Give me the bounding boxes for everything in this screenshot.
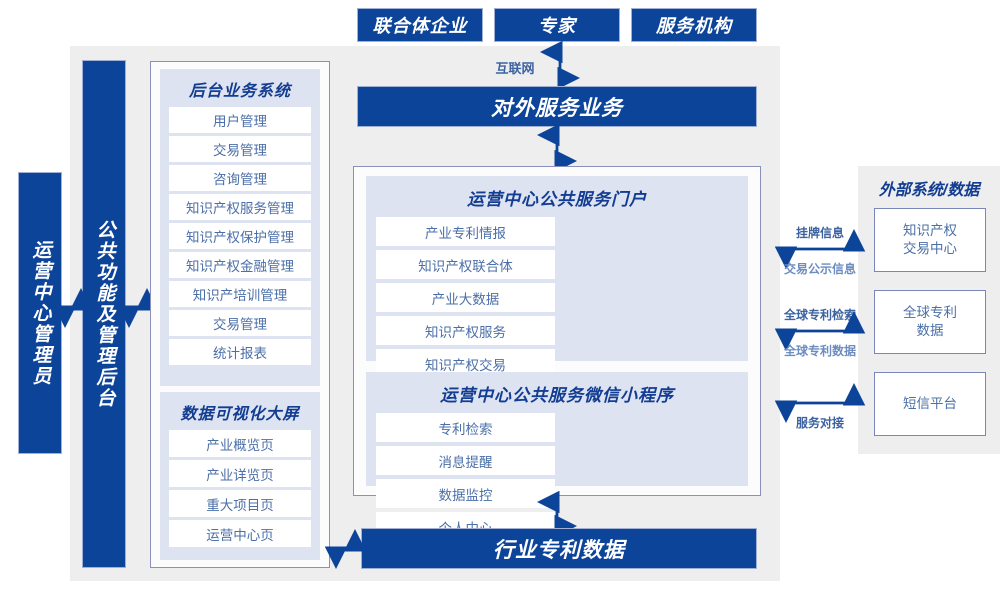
backend-system-item[interactable]: 统计报表 [169,339,311,365]
mini-program-item[interactable]: 专利检索 [376,413,555,442]
internet-label: 互联网 [480,58,550,76]
data-visualization-item[interactable]: 重大项目页 [169,490,311,517]
public-to-backend-arrow-icon [117,288,159,328]
connector-label-text: 全球专利数据 [783,344,856,358]
left-bar-admin[interactable]: 运营中心管理员 [18,172,62,454]
public-portal-group: 运营中心公共服务门户 产业专利情报 知识产权联合体 产业大数据 知识产权服务 知… [366,176,748,477]
connector-label-text: 交易公示信息 [783,262,856,276]
mini-program-title: 运营中心公共服务微信小程序 [440,386,674,405]
internet-label-text: 互联网 [495,61,535,76]
backend-system-item[interactable]: 知识产权服务管理 [169,194,311,220]
internet-arrow-icon [540,40,580,90]
admin-to-public-arrow-icon [53,288,93,328]
external-system-label-line2: 交易中心 [903,241,957,256]
industry-patent-data-bar[interactable]: 行业专利数据 [361,528,757,569]
industry-patent-data-label: 行业专利数据 [493,538,625,562]
public-portal-title: 运营中心公共服务门户 [467,190,647,209]
top-actor-box[interactable]: 服务机构 [631,8,757,42]
backend-system-item[interactable]: 知识产权保护管理 [169,223,311,249]
data-visualization-item[interactable]: 产业详览页 [169,460,311,487]
backend-system-title: 后台业务系统 [188,83,291,100]
left-bar-public-functions-label: 公共功能及管理后台 [93,219,115,409]
external-connector-label-above: 全球专利检索 [777,306,863,322]
backend-system-item[interactable]: 用户管理 [169,107,311,133]
external-connector-label-above: 挂牌信息 [783,224,857,240]
data-visualization-item[interactable]: 产业概览页 [169,430,311,457]
external-service-label: 对外服务业务 [491,96,623,120]
left-bar-public-functions[interactable]: 公共功能及管理后台 [82,60,126,568]
connector-label-text: 服务对接 [795,416,844,430]
external-connector-label-below: 交易公示信息 [777,260,863,276]
mini-program-item[interactable]: 数据监控 [376,479,555,508]
data-visualization-title: 数据可视化大屏 [180,406,300,423]
external-connector-label-below: 全球专利数据 [777,342,863,358]
dataviz-to-industry-arrow-icon [324,529,367,569]
connector-label-text: 全球专利检索 [783,308,856,322]
backend-system-item[interactable]: 知识产培训管理 [169,281,311,307]
connector-label-text: 挂牌信息 [795,226,844,240]
external-system-label-line1: 短信平台 [903,395,957,411]
external-service-bar[interactable]: 对外服务业务 [357,86,757,127]
backend-system-item[interactable]: 知识产权金融管理 [169,252,311,278]
data-visualization-item[interactable]: 运营中心页 [169,520,311,547]
external-connector-arrow-icon [774,229,866,269]
external-connector-label-below: 服务对接 [783,414,857,430]
public-portal-item[interactable]: 知识产权联合体 [376,250,555,279]
mini-program-group: 运营中心公共服务微信小程序 专利检索 消息提醒 数据监控 个人中心 [366,372,748,541]
external-connector-arrow-icon [774,311,866,351]
external-connector-arrow-icon [774,383,866,423]
top-actor-box[interactable]: 专家 [494,8,620,42]
public-portal-item[interactable]: 知识产权服务 [376,316,555,345]
public-portal-item[interactable]: 产业大数据 [376,283,555,312]
backend-system-group: 后台业务系统 用户管理 交易管理 咨询管理 知识产权服务管理 知识产权保护管理 … [160,69,320,386]
external-systems-title: 外部系统/数据 [858,176,1000,199]
external-system-label-line1: 全球专利 [903,304,957,320]
backend-system-item[interactable]: 交易管理 [169,310,311,336]
top-actor-label: 联合体企业 [372,16,468,36]
top-actor-box[interactable]: 联合体企业 [357,8,483,42]
backend-system-item[interactable]: 交易管理 [169,136,311,162]
left-bar-admin-label: 运营中心管理员 [29,239,51,387]
data-visualization-group: 数据可视化大屏 产业概览页 产业详览页 重大项目页 运营中心页 [160,392,320,560]
mini-program-item[interactable]: 消息提醒 [376,446,555,475]
external-system-label-line2: 数据 [916,323,944,338]
top-actor-label: 服务机构 [656,16,732,36]
public-portal-item[interactable]: 产业专利情报 [376,217,555,246]
backend-system-item[interactable]: 咨询管理 [169,165,311,191]
top-actor-label: 专家 [538,16,576,36]
external-system-box[interactable]: 短信平台 [874,372,986,436]
external-systems-title-text: 外部系统/数据 [878,182,980,199]
external-system-box[interactable]: 全球专利 数据 [874,290,986,354]
external-system-box[interactable]: 知识产权 交易中心 [874,208,986,272]
external-system-label-line1: 知识产权 [903,222,957,238]
portal-to-industry-arrow-icon [537,490,577,538]
service-to-portal-arrow-icon [537,123,577,173]
